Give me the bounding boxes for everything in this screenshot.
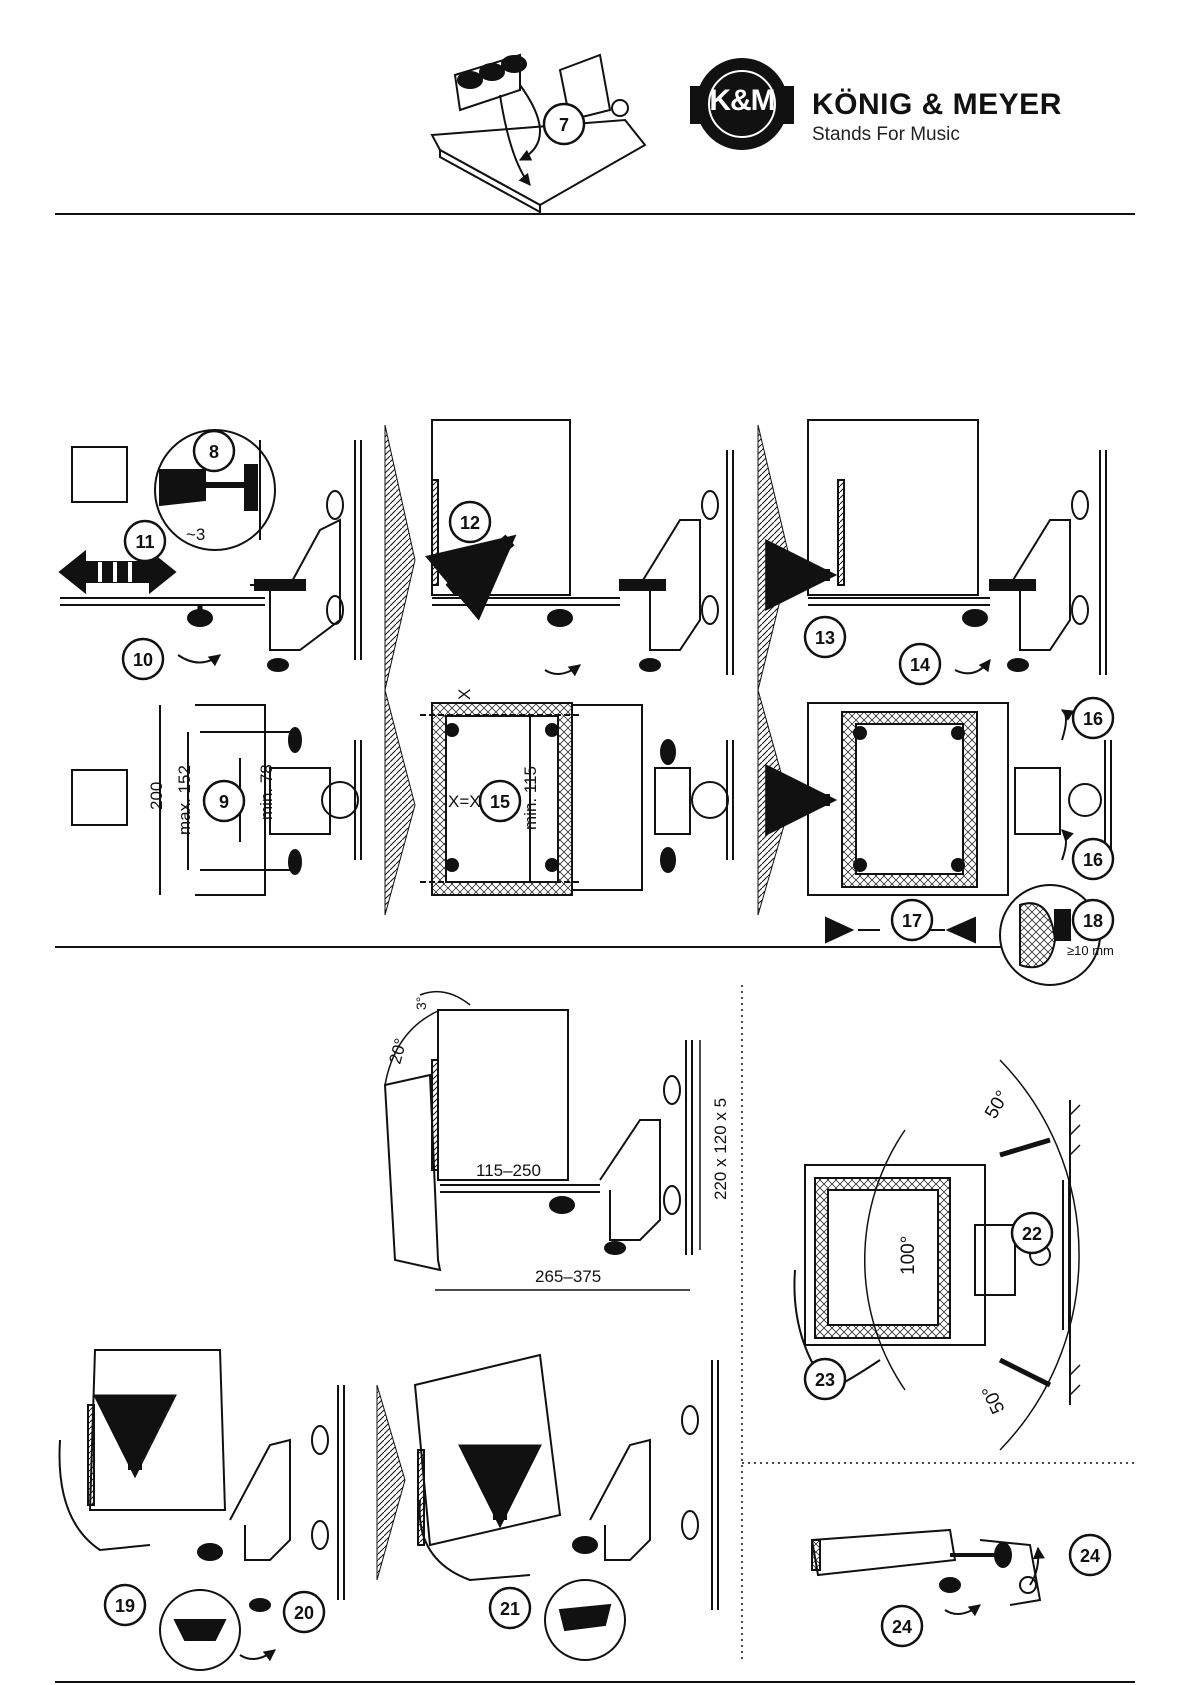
dim-approx-3: ~3 xyxy=(186,525,205,544)
checkbox-top xyxy=(72,447,127,502)
dim-min115: min. 115 xyxy=(521,766,540,830)
separator-arrow-4 xyxy=(758,690,790,915)
step-20: 20 xyxy=(294,1603,314,1623)
dim-50b: 50° xyxy=(978,1382,1009,1417)
checkbox-bottom xyxy=(72,770,127,825)
step-18: 18 xyxy=(1083,911,1103,931)
step-17: 17 xyxy=(902,911,922,931)
panel-5-tighten xyxy=(808,420,1106,675)
separator-arrow-3 xyxy=(758,425,790,690)
step-16b: 16 xyxy=(1083,850,1103,870)
step-12: 12 xyxy=(460,513,480,533)
separator-arrow-5 xyxy=(377,1385,405,1580)
dim-xx: X=X xyxy=(448,792,481,811)
dim-x: X xyxy=(455,689,474,700)
panel-3-insert xyxy=(432,420,733,675)
dim-220: 220 x 120 x 5 xyxy=(711,1098,730,1200)
separator-arrow-1 xyxy=(385,425,415,690)
dimension-labels: ~3 200 max. 152 min. 78 X=X min. 115 X ≥… xyxy=(147,525,1114,1417)
step-16a: 16 xyxy=(1083,709,1103,729)
separator-arrow-2 xyxy=(385,690,415,915)
dim-265-375: 265–375 xyxy=(535,1267,601,1286)
step-21: 21 xyxy=(500,1599,520,1619)
step24-illustration xyxy=(812,1530,1040,1614)
step-19: 19 xyxy=(115,1596,135,1616)
dim-50a: 50° xyxy=(981,1087,1014,1122)
dim-20deg: 20° xyxy=(386,1036,411,1066)
dim-min78: min. 78 xyxy=(257,764,276,820)
step-13: 13 xyxy=(815,628,835,648)
dimensions-diagram xyxy=(385,992,700,1290)
step-15: 15 xyxy=(490,792,510,812)
dim-max152: max. 152 xyxy=(175,765,194,835)
step-14: 14 xyxy=(910,655,930,675)
step-8: 8 xyxy=(209,442,219,462)
dim-3deg: 3° xyxy=(413,997,429,1010)
step-24b: 24 xyxy=(892,1617,912,1637)
step-23: 23 xyxy=(815,1370,835,1390)
dim-10mm: ≥10 mm xyxy=(1067,943,1114,958)
panel-6-secure xyxy=(808,703,1111,985)
dim-200: 200 xyxy=(147,782,166,810)
step7-illustration xyxy=(432,55,645,212)
step-11: 11 xyxy=(135,532,154,552)
step-7: 7 xyxy=(559,115,569,135)
step-10: 10 xyxy=(133,650,153,670)
dim-100: 100° xyxy=(898,1236,919,1275)
step-24a: 24 xyxy=(1080,1546,1100,1566)
step-22: 22 xyxy=(1022,1224,1042,1244)
dim-115-250: 115–250 xyxy=(476,1161,541,1180)
step-9: 9 xyxy=(219,792,229,812)
